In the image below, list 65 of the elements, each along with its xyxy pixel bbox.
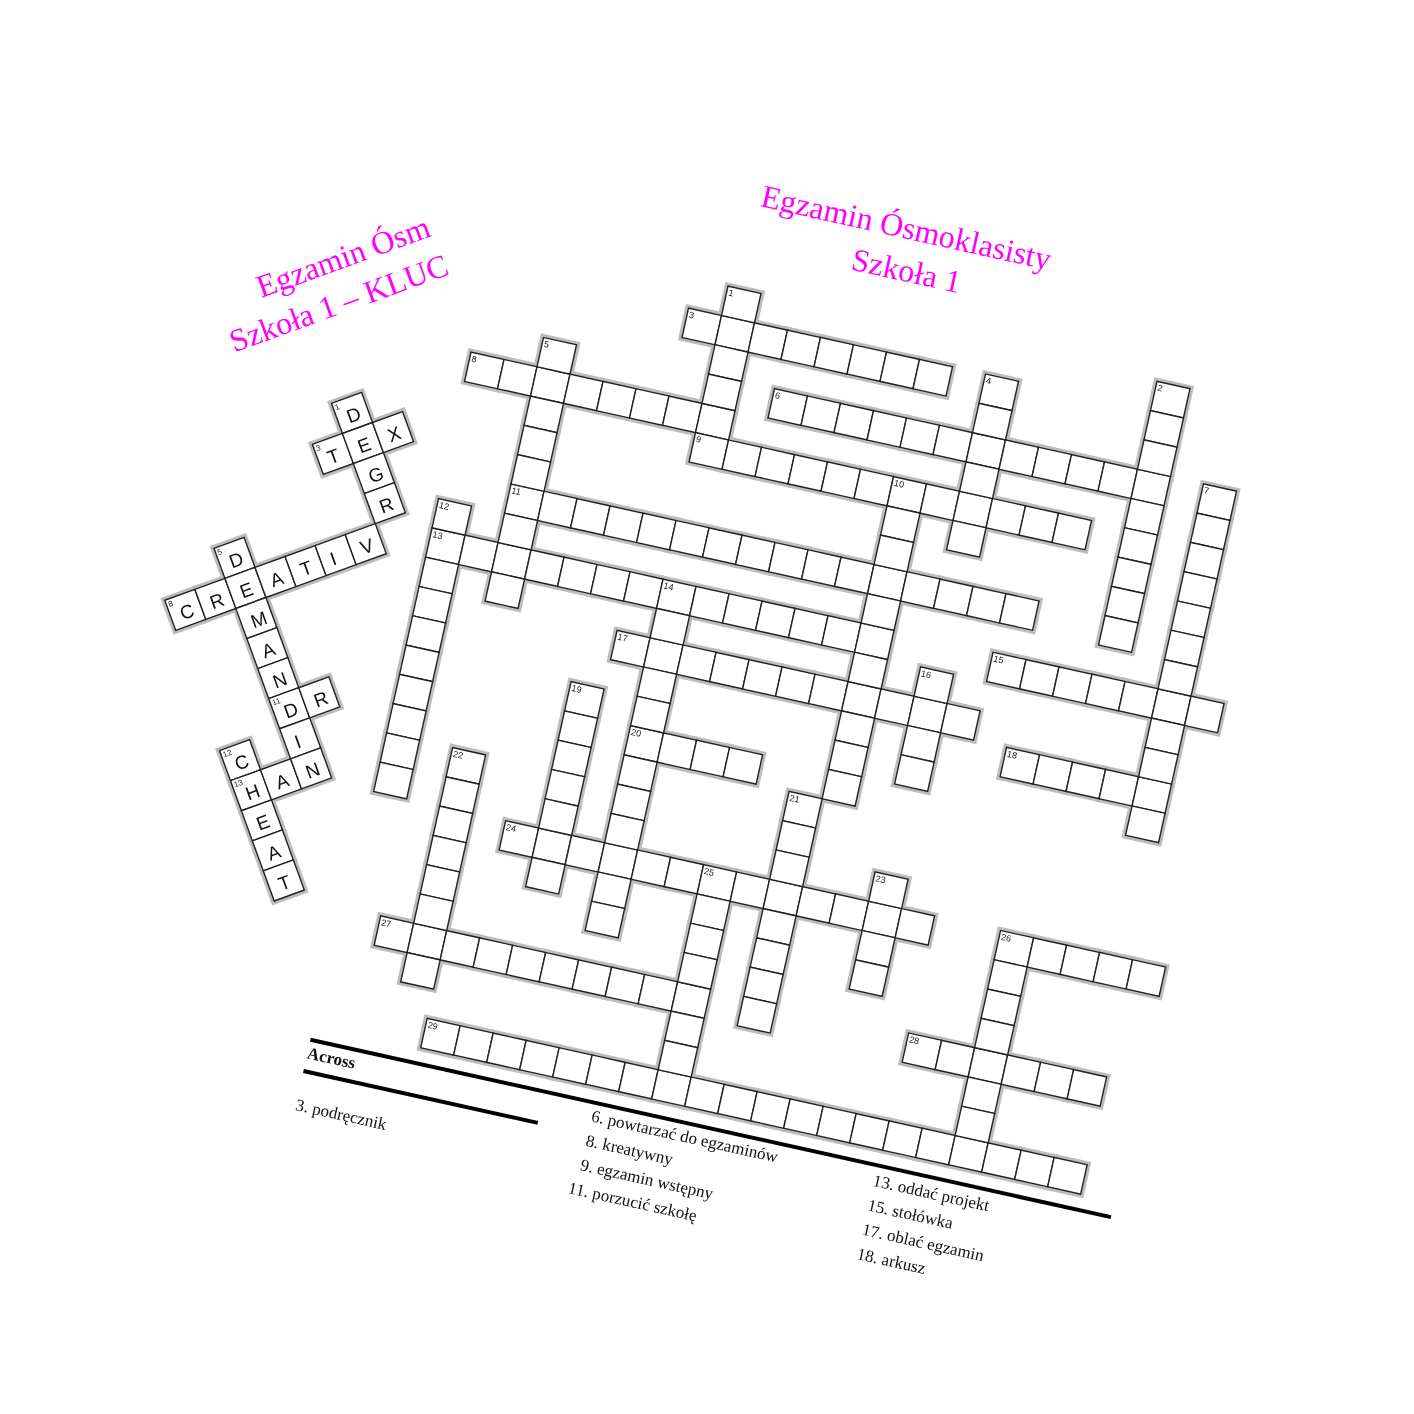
answer-letter: M (248, 608, 270, 632)
clue-number: 15 (992, 654, 1005, 666)
clue-number: 6 (774, 391, 781, 401)
clue-number: 12 (438, 501, 450, 512)
clue-number: 1 (727, 288, 735, 299)
answer-letter: V (357, 535, 377, 558)
answer-letter: I (327, 548, 340, 569)
clue-number: 11 (271, 697, 282, 708)
clue-number: 9 (695, 435, 702, 445)
clue-number: 17 (616, 632, 629, 644)
clue-number: 13 (233, 778, 245, 790)
clue-number: 8 (470, 354, 478, 365)
answer-letter: N (270, 668, 290, 692)
answer-letter: N (303, 759, 323, 782)
answer-letter: E (354, 434, 374, 457)
answer-letter: H (242, 781, 263, 804)
answer-letter: T (297, 557, 315, 580)
clue-number: 29 (426, 1020, 439, 1032)
clue-number: 22 (452, 749, 464, 761)
answer-letter: R (311, 688, 331, 711)
answer-letter: A (267, 568, 286, 591)
clue-number: 3 (314, 444, 322, 454)
section-heading: Across (305, 1044, 357, 1074)
answer-letter: G (365, 463, 387, 487)
clue-number: 21 (788, 793, 801, 805)
clue-number: 25 (703, 867, 715, 878)
answer-letter: I (292, 731, 304, 752)
clue-number: 11 (510, 486, 522, 498)
clue-number: 10 (893, 478, 905, 490)
clue-number: 24 (505, 823, 517, 835)
clue-number: 18 (1006, 749, 1018, 761)
answer-letter: R (207, 589, 227, 613)
clue-number: 3 (688, 310, 695, 321)
clue-number: 7 (1203, 486, 1210, 497)
answer-letter: E (237, 579, 256, 602)
clue-number: 2 (1156, 383, 1164, 394)
clue-number: 5 (543, 339, 550, 350)
clue-number: 12 (222, 748, 234, 760)
clue-number: 4 (985, 376, 992, 387)
answer-letter: A (264, 841, 284, 864)
clue-number: 26 (1000, 932, 1012, 944)
answer-letter: C (177, 600, 197, 624)
clue-text: 3. podręcznik (293, 1096, 389, 1135)
answer-letter: X (385, 423, 404, 446)
clue-number: 5 (216, 548, 224, 558)
answer-letter: E (253, 811, 273, 834)
clue-number: 1 (334, 403, 341, 413)
clue-number: 16 (920, 669, 932, 681)
clue-number: 19 (570, 684, 583, 695)
clue-number: 23 (874, 874, 887, 886)
answer-letter: A (273, 770, 292, 793)
clue-number: 13 (431, 530, 444, 542)
answer-letter: D (226, 548, 246, 572)
answer-letter: D (281, 699, 301, 722)
answer-letter: D (343, 403, 364, 427)
answer-letter: A (259, 639, 278, 662)
clue-number: 28 (908, 1035, 920, 1047)
clue-number: 27 (380, 918, 392, 930)
answer-letter: R (376, 493, 397, 517)
clue-number: 14 (662, 581, 675, 593)
answer-letter: T (324, 445, 343, 468)
answer-letter: C (232, 750, 252, 774)
answer-letter: T (275, 872, 294, 894)
clue-number: 8 (167, 599, 175, 609)
clue-number: 20 (630, 727, 642, 739)
